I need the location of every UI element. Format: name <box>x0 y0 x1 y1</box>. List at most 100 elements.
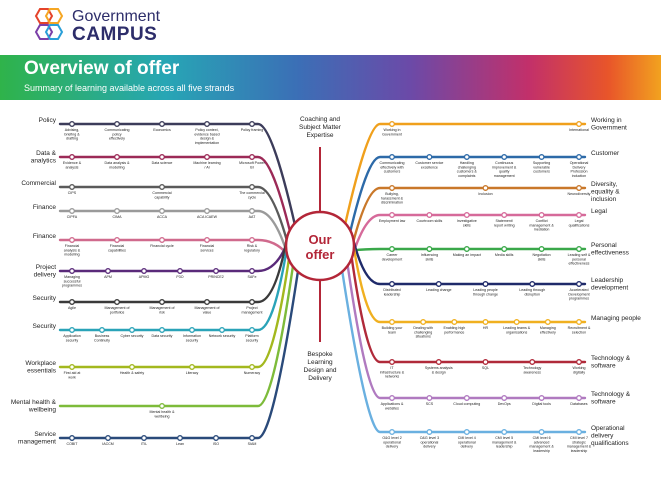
line-L-2 <box>58 185 295 269</box>
strand-label: Finance <box>33 204 57 211</box>
station-dot <box>204 237 210 243</box>
station-label: Mental health &wellbeing <box>150 410 176 418</box>
strand-label: Data &analytics <box>31 150 57 165</box>
line-R-8 <box>340 218 587 400</box>
government-campus-logo: Government CAMPUS <box>30 6 230 46</box>
station-dot <box>204 154 210 160</box>
line-L-6 <box>58 237 289 304</box>
station-dot <box>69 299 75 305</box>
station-dot <box>501 154 508 160</box>
station-dot <box>249 435 255 441</box>
station-dot <box>389 246 395 252</box>
station-label: Data analysis &modelling <box>105 161 131 169</box>
line-L-9 <box>58 217 301 408</box>
station-dot <box>159 121 165 127</box>
station-label: Leading teams &organisations <box>503 326 531 334</box>
strand-label: Technology &software <box>591 355 631 370</box>
station-dot <box>213 435 219 441</box>
station-label: Network security <box>209 334 236 338</box>
station-label: SIAM <box>248 442 257 446</box>
station-dot <box>482 359 489 365</box>
station-dot <box>576 121 582 127</box>
station-dot <box>501 429 508 435</box>
station-dot <box>219 327 225 333</box>
station-dot <box>69 154 75 160</box>
station-dot <box>69 268 75 274</box>
station-dot <box>463 154 470 160</box>
title-banner: Overview of offer Summary of learning av… <box>0 55 661 100</box>
station-dot <box>249 154 255 160</box>
station-dot <box>204 121 210 127</box>
page-title: Overview of offer <box>24 58 180 79</box>
station-dot <box>389 395 395 401</box>
station-label: HR <box>483 326 489 330</box>
station-dot <box>435 359 442 365</box>
station-label: APMG <box>139 275 150 279</box>
station-label: Health & safety <box>120 371 145 375</box>
station-dot <box>513 319 520 325</box>
station-label: Making an impact <box>453 253 481 257</box>
station-dot <box>389 429 395 435</box>
station-dot <box>538 212 545 218</box>
station-dot <box>435 281 442 287</box>
station-label: Economics <box>153 128 171 132</box>
station-dot <box>69 208 75 214</box>
station-dot <box>389 359 395 365</box>
station-label: Numeracy <box>244 371 261 375</box>
station-dot <box>389 121 395 127</box>
station-dot <box>538 429 545 435</box>
station-label: Media skills <box>495 253 514 257</box>
station-dot <box>69 364 75 370</box>
station-label: Advising,briefing &drafting <box>64 128 80 141</box>
station-dot <box>249 208 255 214</box>
strand-label: Diversity,equality &inclusion <box>591 181 620 203</box>
strand-label: Customer <box>591 150 620 157</box>
station-dot <box>538 246 545 252</box>
station-dot <box>204 208 210 214</box>
station-dot <box>114 208 120 214</box>
station-dot <box>501 246 508 252</box>
station-dot <box>426 429 433 435</box>
station-dot <box>129 364 135 370</box>
station-dot <box>159 299 165 305</box>
station-dot <box>576 246 582 252</box>
station-dot <box>576 154 582 160</box>
station-dot <box>463 246 470 252</box>
station-label: Financial cycle <box>150 244 174 248</box>
line-R-5 <box>352 240 587 286</box>
station-dot <box>159 184 165 190</box>
strand-label: Commercial <box>21 180 56 187</box>
station-label: Leading change <box>426 288 452 292</box>
station-label: Evidence &analysis <box>63 161 82 169</box>
